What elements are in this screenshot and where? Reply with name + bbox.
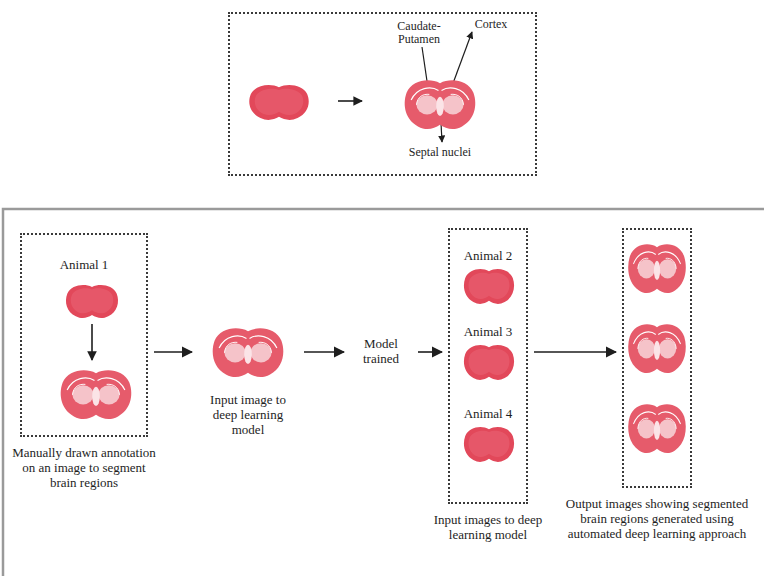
- segmented-brain-section: [58, 366, 134, 422]
- panel-caption: Output images showing segmented brain re…: [564, 496, 750, 541]
- brain-section: [462, 266, 516, 306]
- figure-panel: Caudate-Putamen CortexSeptal nuclei: [228, 12, 537, 176]
- animal-heading: Animal 2: [450, 248, 526, 263]
- panel-caption: Manually drawn annotation on an image to…: [12, 445, 156, 490]
- training-panel: Animal 1Manually drawn annotation on an …: [20, 233, 148, 437]
- output-panel: Output images showing segmented brain re…: [622, 228, 692, 488]
- flow-arrow: [304, 351, 344, 353]
- flow-arrow: [418, 351, 442, 353]
- flow-arrow: [534, 351, 616, 353]
- region-label: Cortex: [466, 18, 516, 31]
- segmented-brain-section: [626, 320, 688, 376]
- flow-arrow: [154, 351, 192, 353]
- brain-section: [462, 342, 516, 382]
- model-step: Model trained: [350, 334, 412, 370]
- segmented-brain-section: [626, 400, 688, 456]
- input-step: Input image to deep learning model: [198, 322, 298, 444]
- brain-section: [64, 282, 120, 320]
- outer-frame: [3, 209, 764, 576]
- region-label: Caudate-Putamen: [388, 20, 450, 46]
- animal-heading: Animal 1: [22, 257, 146, 272]
- step-caption: Input image to deep learning model: [198, 392, 298, 437]
- segmented-brain-section: [626, 240, 688, 296]
- animal-heading: Animal 4: [450, 406, 526, 421]
- leader-line: [452, 32, 472, 86]
- segmented-brain-section: [402, 76, 478, 132]
- flow-arrow: [338, 100, 362, 102]
- step-caption: Model trained: [350, 336, 412, 366]
- region-label: Septal nuclei: [392, 146, 488, 159]
- animal-heading: Animal 3: [450, 324, 526, 339]
- panel-caption: Input images to deep learning model: [426, 512, 550, 542]
- brain-section: [462, 424, 516, 464]
- flow-arrow: [91, 324, 93, 360]
- test-panel: Animal 2Animal 3Animal 4Input images to …: [448, 228, 528, 504]
- segmented-brain-section: [210, 324, 286, 380]
- brain-section: [247, 82, 311, 122]
